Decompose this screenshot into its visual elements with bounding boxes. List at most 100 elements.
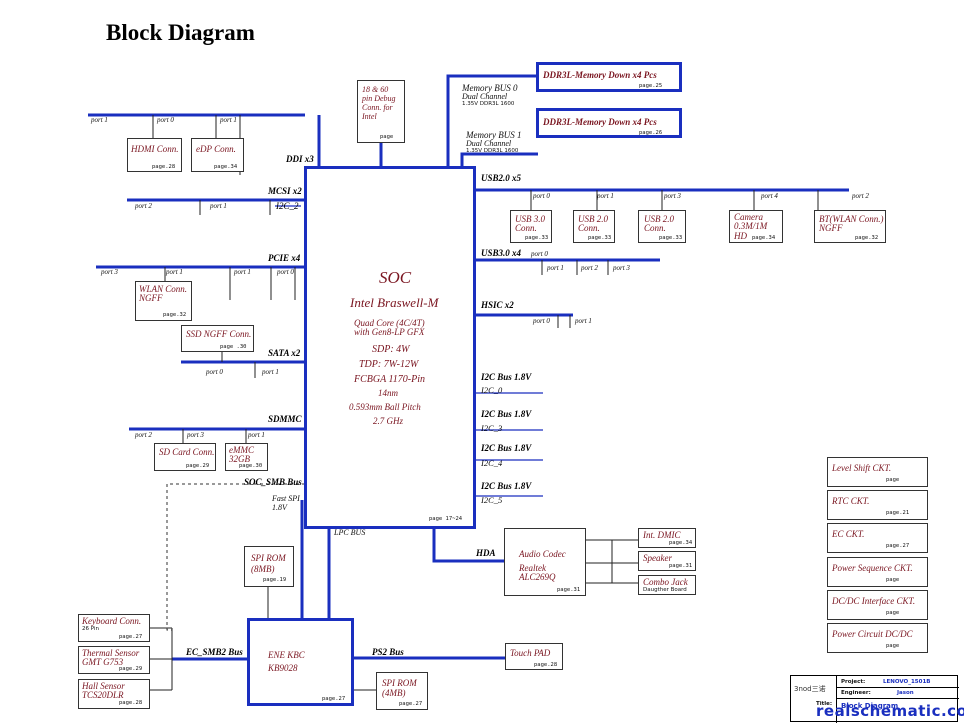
title-block: 3nod三诺 Project: LENOVO_1501B Engineer: J… [790,675,959,723]
project-value: LENOVO_1501B [883,679,931,685]
sata-port-0: port 0 [206,368,223,376]
spi-rom-8mb-label: SPI ROM [251,553,286,563]
i2c2-label: I2C_2 [276,201,299,211]
ps2-label: PS2 Bus [372,647,404,657]
audio-vendor: Realtek [519,563,546,573]
pcie-label: PCIE x4 [268,253,301,263]
edp-conn-box: eDP Conn. page.34 [191,138,244,172]
hda-label: HDA [476,548,496,558]
memory-dual-1: Dual Channel [466,139,512,148]
spi-rom-8mb-size: (8MB) [251,564,275,574]
camera-page: page.34 [752,235,776,241]
usb2-port-2: port 2 [852,192,869,200]
memory-bus-1-label: Memory BUS 1 [466,130,522,140]
usb2-port-0: port 0 [533,192,550,200]
index-power-seq-label: Power Sequence CKT. [832,563,913,573]
touchpad-box: Touch PAD page.28 [505,643,563,670]
usb2-port-4: port 4 [761,192,778,200]
usb20b-conn: Conn. [644,223,666,233]
speaker-page: page.31 [669,563,693,569]
hdmi-conn-box: HDMI Conn. page.28 [127,138,182,172]
audio-codec-label: Audio Codec [519,549,566,559]
ddi-port-0: port 0 [157,116,174,124]
camera-label: Camera [734,212,763,222]
spi-rom-4mb-page: page.27 [399,701,423,707]
combo-jack-label: Combo Jack [643,577,688,587]
dmic-label: Int. DMIC [643,530,681,540]
ddi-label: DDI x3 [286,154,314,164]
hsic-label: HSIC x2 [481,300,514,310]
spi-rom-8mb-box: SPI ROM (8MB) page.19 [244,546,294,587]
i2c-0-bus: I2C Bus 1.8V [481,372,532,382]
ddi-port-1a: port 1 [91,116,108,124]
index-level-shift-label: Level Shift CKT. [832,463,892,473]
sdmmc-port-1: port 1 [248,431,265,439]
sdmmc-port-2: port 2 [135,431,152,439]
index-rtc-page: page.21 [886,510,910,516]
hda-bus-line [432,528,505,563]
emmc-page: page.30 [239,463,263,469]
index-power-circuit-label: Power Circuit DC/DC [832,629,913,639]
index-rtc-label: RTC CKT. [832,496,870,506]
index-ec-page: page.27 [886,543,910,549]
usb30-conn: Conn. [515,223,537,233]
usb30-page: page.33 [525,235,549,241]
index-rtc: RTC CKT. page.21 [827,490,928,520]
i2c-4-name: I2C_4 [481,458,503,468]
usb2-port-1: port 1 [597,192,614,200]
hdmi-label: HDMI Conn. [131,144,179,154]
soc-pitch: 0.593mm Ball Pitch [349,402,421,412]
debug-conn-box: 18 & 60 pin Debug Conn. for Intel page [357,80,405,143]
soc-name: SOC [379,268,412,287]
pcie-port-3: port 3 [101,268,118,276]
sd-card-box: SD Card Conn. page.29 [154,443,216,471]
index-power-seq: Power Sequence CKT. page [827,557,928,587]
ec-smb2-label: EC_SMB2 Bus [186,647,243,657]
sdmmc-port-3: port 3 [187,431,204,439]
i2c-3-bus: I2C Bus 1.8V [481,409,532,419]
wlan-ngff: NGFF [139,293,163,303]
index-dcdc-interface-page: page [886,610,900,616]
usb3-port-0: port 0 [531,250,548,258]
bt-conn-box: BT(WLAN Conn.) NGFF page.32 [814,210,886,243]
debug-l4: Intel [362,112,377,121]
bt-page: page.32 [855,235,879,241]
edp-page: page.34 [214,164,238,170]
project-key: Project: [841,679,866,685]
hsic-port-0: port 0 [533,317,550,325]
ddi-port-1b: port 1 [220,116,237,124]
usb30-conn-box: USB 3.0 Conn. page.33 [510,210,552,243]
engineer-key: Engineer: [841,690,871,696]
debug-l2: pin Debug [362,94,396,103]
ssd-page: page .30 [220,344,247,350]
emmc-label: eMMC [229,445,254,455]
lpc-label: LPC BUS [334,528,366,537]
pcie-port-1a: port 1 [166,268,183,276]
hall-part: TCS20DLR [82,690,124,700]
hsic-port-1: port 1 [575,317,592,325]
i2c-5-name: I2C_5 [481,495,503,505]
usb30-label: USB 3.0 [515,214,545,224]
engineer-value: Jason [897,690,914,696]
title-logo: 3nod三诺 [794,685,826,693]
camera-box: Camera 0.3M/1M HD page.34 [729,210,783,243]
memory-bus-0-line [446,74,538,167]
hall-sensor-box: Hall Sensor TCS20DLR page.28 [78,679,150,709]
memory-bus-0-label: Memory BUS 0 [462,83,518,93]
keyboard-label: Keyboard Conn. [82,616,142,626]
sd-label: SD Card Conn. [159,447,215,457]
i2c-5-bus: I2C Bus 1.8V [481,481,532,491]
soc-process: 14nm [378,388,398,398]
kbc-label: ENE KBC [268,650,305,660]
wlan-conn-box: WLAN Conn. NGFF page.32 [135,281,192,321]
kbc-page: page.27 [322,696,346,702]
memory-spec-1: 1.35V DDR3L 1600 [466,148,519,154]
memory-bus-1-line [460,152,538,167]
soc-model: Intel Braswell-M [350,295,439,310]
sata-port-1: port 1 [262,368,279,376]
usb20b-label: USB 2.0 [644,214,674,224]
audio-part: ALC269Q [519,572,556,582]
debug-l3: Conn. for [362,103,393,112]
audio-codec-box: Audio Codec Realtek ALC269Q page.31 [504,528,586,596]
